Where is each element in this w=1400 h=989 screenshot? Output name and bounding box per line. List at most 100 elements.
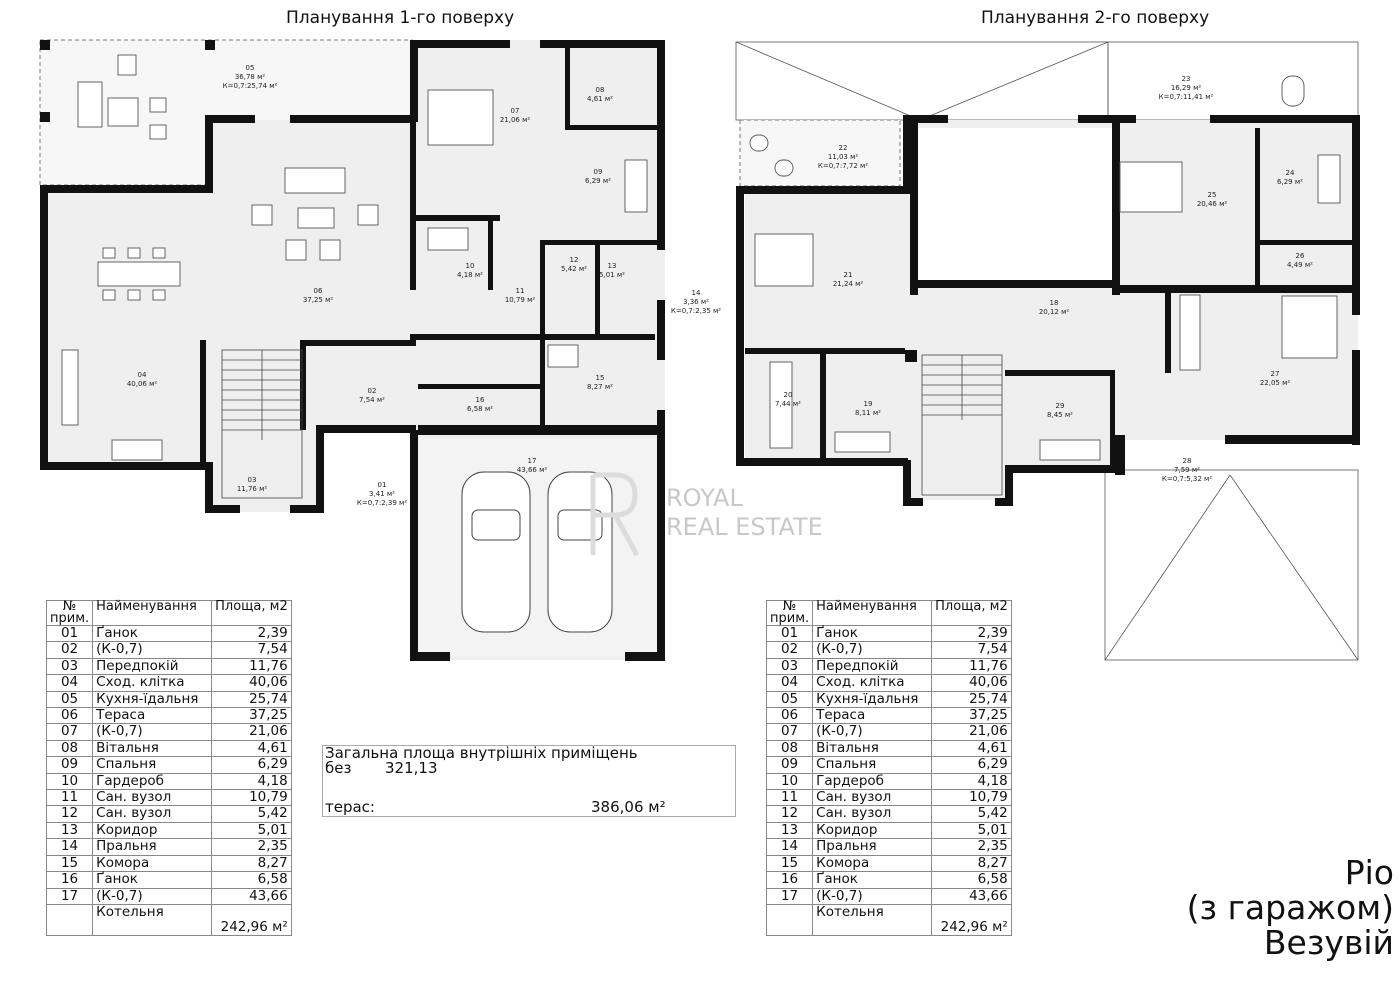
room-label-27: 27 (1271, 370, 1280, 378)
row-name: Ґанок (812, 624, 933, 643)
room-label-09: 09 (594, 168, 603, 176)
room-label-20: 20 (784, 391, 793, 399)
room-label-04: 40,06 м² (127, 380, 158, 388)
row-num: 13 (45, 821, 94, 840)
row-name: Сан. вузол (92, 789, 213, 807)
row-area: 4,18 (931, 772, 1012, 791)
room-label-13: 13 (608, 262, 617, 270)
row-area: 2,39 (931, 624, 1012, 643)
room-label-22: К=0,7:7,72 м² (818, 162, 868, 170)
summary-value: 386,06 м² (591, 798, 666, 816)
row-name: Тераса (92, 707, 213, 725)
row-area: 40,06 (931, 674, 1012, 692)
row-area: 10,79 (931, 789, 1012, 807)
row-area: 6,58 (931, 871, 1012, 889)
room-label-26: 26 (1296, 252, 1305, 260)
room-label-17: 43,66 м² (517, 466, 548, 474)
row-num: 01 (45, 624, 94, 643)
room-label-17: 17 (528, 457, 537, 465)
table-row: 02(К-0,7)7,54 (765, 641, 1012, 659)
row-num: 15 (45, 854, 94, 873)
row-num: 16 (45, 871, 94, 889)
row-name: Котельня (92, 903, 213, 936)
row-num: 06 (765, 707, 814, 725)
room-label-20: 7,44 м² (775, 400, 801, 408)
room-label-22: 22 (839, 144, 848, 152)
room-label-01: К=0,7:2,39 м² (357, 499, 407, 507)
room-label-28: 7,59 м² (1174, 466, 1200, 474)
row-num: 16 (765, 871, 814, 889)
table-row: 07(К-0,7)21,06 (45, 723, 292, 741)
table-row: 17(К-0,7)43,66 (765, 887, 1012, 905)
row-name: Коридор (92, 821, 213, 840)
row-area: 6,29 (211, 756, 292, 774)
row-area: 21,06 (931, 723, 1012, 741)
row-num: 10 (45, 772, 94, 791)
row-area: 11,76 (931, 657, 1012, 676)
row-num: 13 (765, 821, 814, 840)
col-name: Найменування (812, 600, 933, 626)
row-num: 12 (765, 805, 814, 823)
room-label-01: 01 (378, 481, 387, 489)
row-name: Пральня (812, 838, 933, 856)
row-area: 43,66 (211, 887, 292, 905)
room-label-10: 10 (466, 262, 475, 270)
room-label-19: 8,11 м² (855, 409, 881, 417)
row-name: Кухня-їдальня (92, 690, 213, 709)
row-name: Передпокій (812, 657, 933, 676)
room-label-14: К=0,7:2,35 м² (671, 307, 721, 315)
row-num: 04 (45, 674, 94, 692)
room-label-25: 25 (1208, 191, 1217, 199)
floor2-plan (735, 41, 1360, 661)
watermark: ROYAL REAL ESTATE (666, 484, 823, 542)
row-area: 6,58 (211, 871, 292, 889)
row-name: Ґанок (812, 871, 933, 889)
room-label-24: 6,29 м² (1277, 178, 1303, 186)
room-label-05: 05 (246, 64, 255, 72)
row-num: 07 (765, 723, 814, 741)
col-area: Площа, м2 (931, 600, 1012, 626)
floor1-title: Планування 1-го поверху (286, 8, 515, 28)
row-num: 03 (45, 657, 94, 676)
row-num: 15 (765, 854, 814, 873)
room-label-07: 21,06 м² (500, 116, 531, 124)
watermark-line1: ROYAL (666, 484, 743, 512)
row-name: Гардероб (812, 772, 933, 791)
room-label-11: 10,79 м² (505, 296, 536, 304)
row-area: 5,01 (931, 821, 1012, 840)
row-num: 07 (45, 723, 94, 741)
room-label-13: 5,01 м² (599, 271, 625, 279)
room-label-06: 06 (314, 287, 323, 295)
room-label-12: 5,42 м² (561, 265, 587, 273)
row-num: 04 (765, 674, 814, 692)
row-name: Сан. вузол (92, 805, 213, 823)
room-label-06: 37,25 м² (303, 296, 334, 304)
row-area: 4,61 (931, 739, 1012, 758)
col-area: Площа, м2 (211, 600, 292, 626)
project-line2: (з гаражом) (1186, 888, 1394, 927)
row-area: 5,01 (211, 821, 292, 840)
room-label-16: 6,58 м² (467, 405, 493, 413)
row-area: 10,79 (211, 789, 292, 807)
room-label-21: 21,24 м² (833, 280, 864, 288)
room-label-18: 18 (1050, 299, 1059, 307)
room-label-23: 16,29 м² (1171, 84, 1202, 92)
row-area: 37,25 (211, 707, 292, 725)
